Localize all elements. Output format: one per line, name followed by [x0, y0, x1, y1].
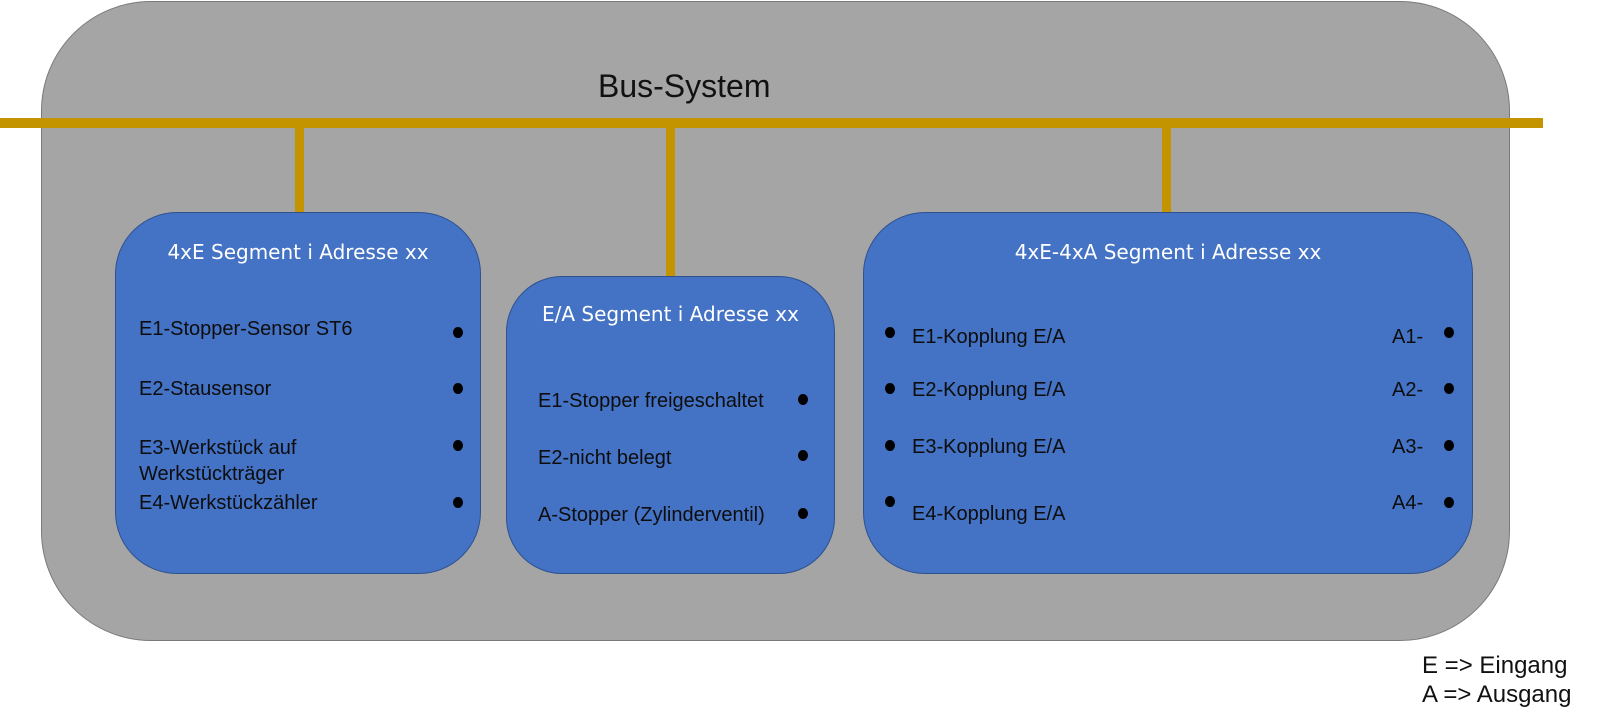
input-e4: E4-Werkstückzähler: [139, 492, 318, 514]
connector-dot-icon: [798, 394, 808, 405]
input-e3: E3-Werkstück auf: [139, 437, 297, 459]
segment-title: 4xE-4xA Segment i Adresse xx: [1014, 240, 1322, 264]
input-e2: E2-Stausensor: [139, 378, 272, 400]
input-e3: E3-Kopplung E/A: [912, 436, 1066, 458]
input-e2: E2-Kopplung E/A: [912, 379, 1066, 401]
connector-dot-icon: [453, 440, 463, 451]
connector-dot-icon: [1444, 440, 1454, 451]
bus-drop-segment-2: [666, 126, 675, 278]
bus-system-title: Bus-System: [598, 68, 771, 104]
output-a4: A4-: [1392, 492, 1424, 514]
segment-title: 4xE Segment i Adresse xx: [167, 240, 429, 264]
bus-drop-segment-1: [295, 126, 304, 214]
legend-ausgang: A => Ausgang: [1422, 681, 1572, 708]
input-e1: E1-Kopplung E/A: [912, 326, 1066, 348]
connector-dot-icon: [885, 383, 895, 394]
segment-4xe: 4xE Segment i Adresse xx E1-Stopper-Sens…: [115, 212, 481, 574]
output-a1: A1-: [1392, 326, 1424, 348]
segment-4xe-4xa: 4xE-4xA Segment i Adresse xx E1-Kopplung…: [863, 212, 1473, 574]
bus-line: [0, 118, 1543, 128]
connector-dot-icon: [885, 327, 895, 338]
connector-dot-icon: [453, 327, 463, 338]
connector-dot-icon: [885, 440, 895, 451]
segment-title: E/A Segment i Adresse xx: [542, 302, 799, 326]
connector-dot-icon: [798, 508, 808, 519]
connector-dot-icon: [453, 497, 463, 508]
connector-dot-icon: [1444, 497, 1454, 508]
connector-dot-icon: [1444, 383, 1454, 394]
bus-drop-segment-3: [1162, 126, 1171, 214]
connector-dot-icon: [885, 496, 895, 507]
input-e1: E1-Stopper freigeschaltet: [538, 390, 764, 412]
input-e2: E2-nicht belegt: [538, 447, 672, 469]
output-a2: A2-: [1392, 379, 1424, 401]
connector-dot-icon: [798, 450, 808, 461]
segment-ea: E/A Segment i Adresse xx E1-Stopper frei…: [506, 276, 835, 574]
input-e3-line2: Werkstückträger: [139, 463, 285, 485]
output-a: A-Stopper (Zylinderventil): [538, 504, 765, 526]
connector-dot-icon: [1444, 327, 1454, 338]
connector-dot-icon: [453, 383, 463, 394]
input-e4: E4-Kopplung E/A: [912, 503, 1066, 525]
input-e1: E1-Stopper-Sensor ST6: [139, 318, 353, 340]
output-a3: A3-: [1392, 436, 1424, 458]
legend-eingang: E => Eingang: [1422, 652, 1568, 679]
